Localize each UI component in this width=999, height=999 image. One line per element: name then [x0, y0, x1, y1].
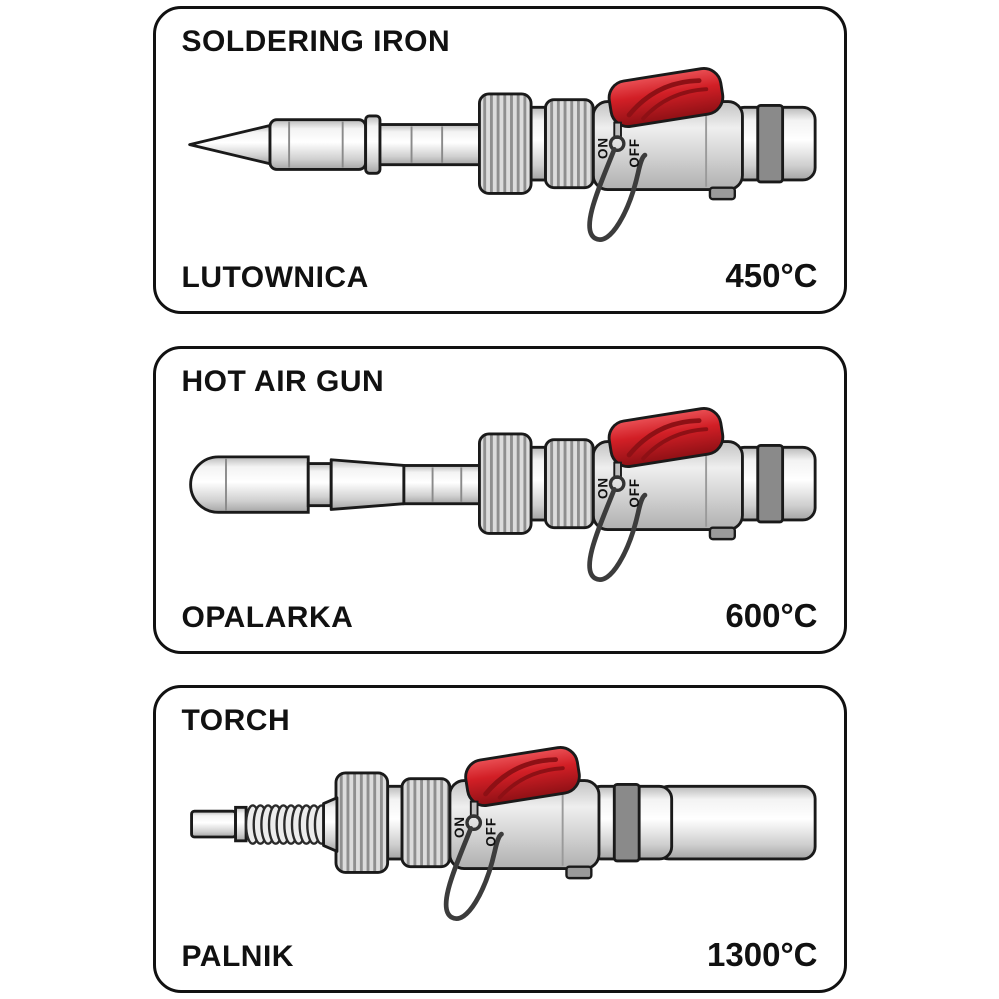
switch-off-label: OFF [627, 138, 642, 168]
panel-title: SOLDERING IRON [181, 25, 451, 58]
temperature-label: 1300°C [707, 936, 818, 973]
panel-torch: TORCH ON OFF PALNIK 1300°C [152, 685, 847, 993]
hot-air-gun-illustration: ON OFF [188, 399, 818, 597]
soldering-iron-illustration: ON OFF [187, 59, 818, 257]
tool-illustration-wrap: ON OFF [182, 59, 818, 257]
panel-name-pl: OPALARKA [181, 600, 354, 634]
panel-name-pl: LUTOWNICA [181, 261, 369, 294]
panel-title: TORCH [181, 704, 291, 737]
panel-soldering-iron: SOLDERING IRON ON OFF LUTOWNICA 450°C [152, 6, 847, 314]
torch-nozzle-icon [189, 796, 338, 853]
hot-air-nozzle-icon [188, 454, 482, 514]
panel-footer: OPALARKA 600°C [182, 597, 818, 635]
tool-rear-assembly [335, 745, 671, 919]
panel-hot-air-gun: HOT AIR GUN ON OFF OPALARKA 600°C [152, 345, 847, 654]
panel-title: HOT AIR GUN [181, 364, 385, 398]
switch-off-label: OFF [627, 477, 642, 507]
tool-rear-assembly [479, 406, 815, 580]
switch-on-label: ON [452, 816, 467, 838]
switch-off-label: OFF [483, 817, 498, 847]
panel-name-pl: PALNIK [181, 940, 294, 973]
switch-on-label: ON [595, 137, 610, 159]
tool-rear-assembly [479, 66, 815, 240]
panel-footer: LUTOWNICA 450°C [182, 257, 818, 295]
rear-tube-extension [654, 784, 817, 861]
switch-on-label: ON [595, 476, 610, 498]
torch-illustration: ON OFF [189, 738, 817, 936]
temperature-label: 450°C [725, 257, 818, 294]
tool-illustration-wrap: ON OFF [182, 399, 818, 597]
soldering-tip-icon [187, 114, 483, 175]
panel-footer: PALNIK 1300°C [182, 936, 818, 974]
temperature-label: 600°C [725, 596, 818, 634]
tool-illustration-wrap: ON OFF [182, 738, 818, 936]
